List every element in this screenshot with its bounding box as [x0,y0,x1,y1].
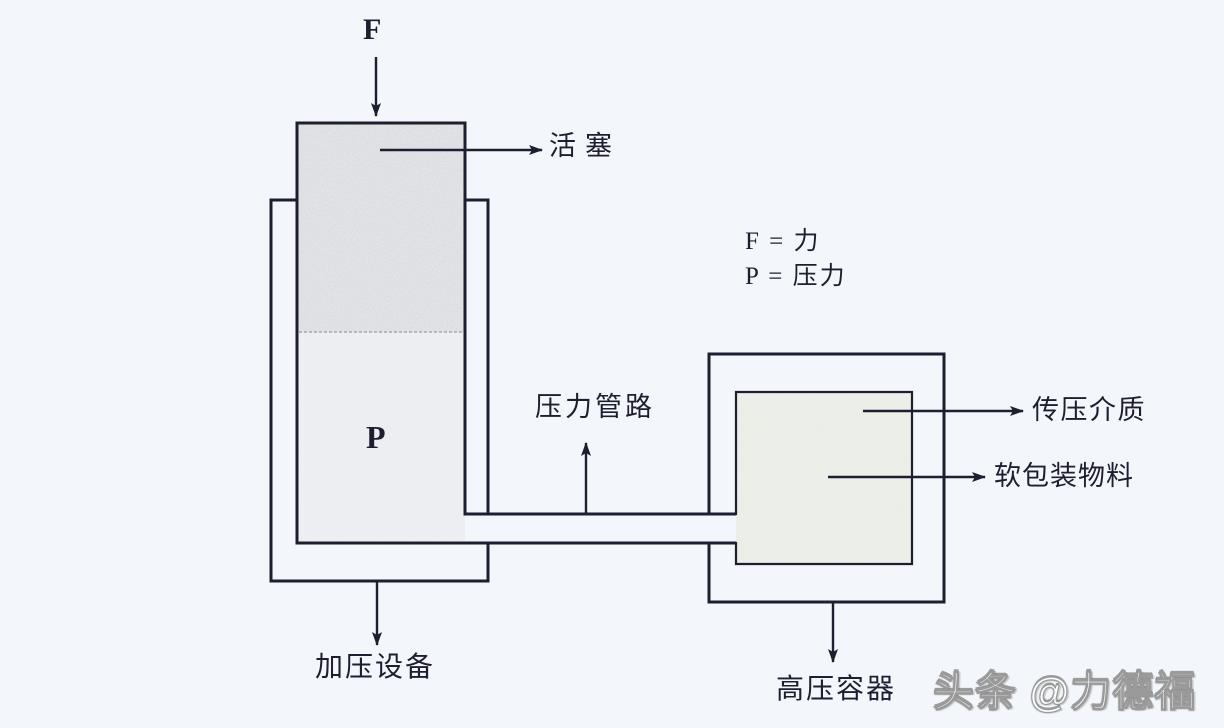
cylinder-fluid-texture [297,332,465,543]
pressure-medium-label: 传压介质 [1032,395,1146,425]
soft-packaged-material-label: 软包装物料 [994,461,1134,491]
pressure-pipe [295,512,737,545]
high-pressure-vessel-label: 高压容器 [776,674,897,705]
piston-label: 活塞 [549,131,621,161]
equipment-box-right [463,198,490,516]
pressure-pipeline-label: 压力管路 [535,392,655,422]
symbol-legend: F = 力 P = 压力 [745,224,847,294]
annotation-arrows [371,57,1024,663]
cylinder-outline [295,121,467,545]
legend-pressure-line: P = 压力 [745,263,847,290]
toutiao-watermark: 头条 @力德福科技 [932,668,1197,715]
equipment-box-left [269,198,490,583]
piston-texture [297,123,465,332]
pressure-symbol-label: P [366,419,386,455]
pressurizing-equipment-label: 加压设备 [315,652,436,683]
legend-force-line: F = 力 [745,228,821,255]
pressurizing-equipment-box [269,198,490,583]
force-symbol-label: F [363,13,382,46]
pressurizing-cylinder [295,121,467,545]
